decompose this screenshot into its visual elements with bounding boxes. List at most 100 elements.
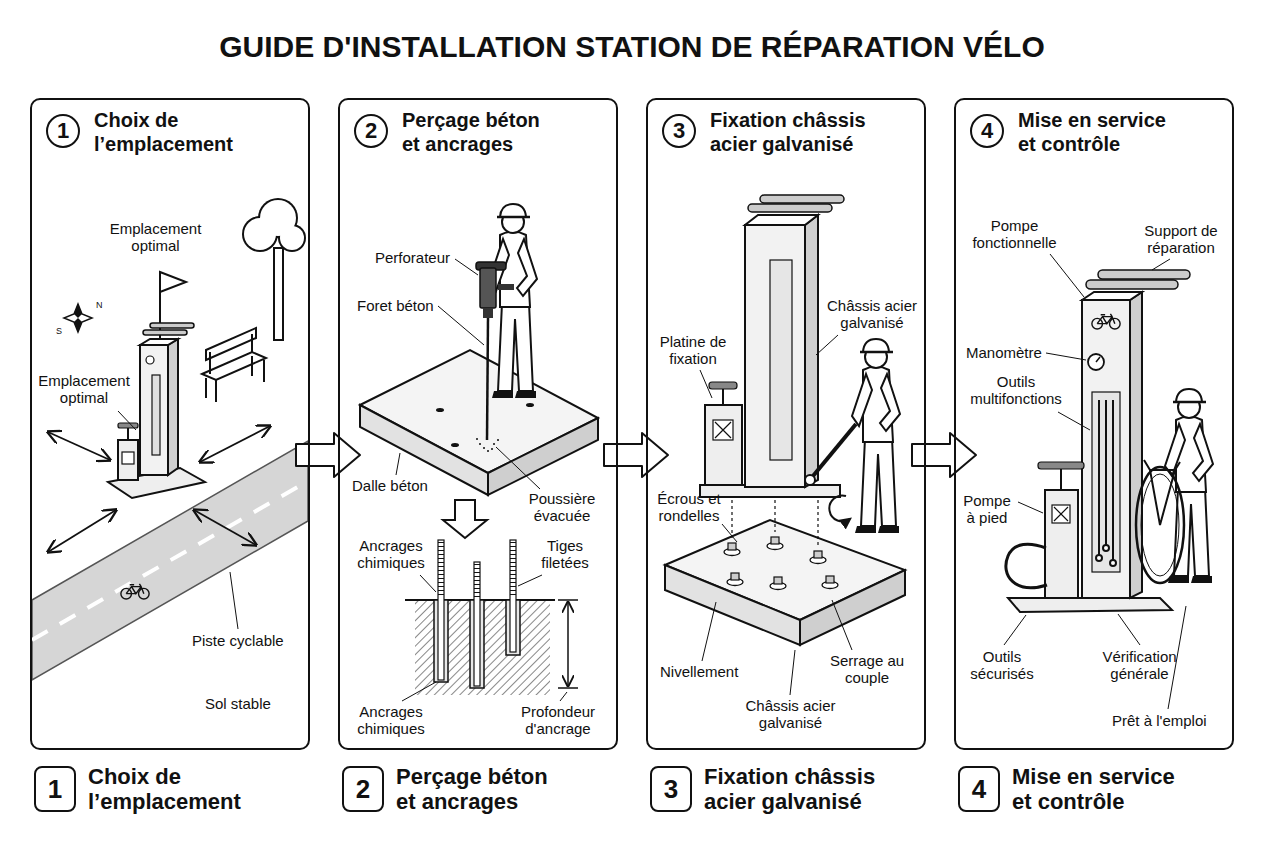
commissioning-scene-part xyxy=(1096,400,1116,566)
step-caption: 3Fixation châssis acier galvanisé xyxy=(650,764,899,815)
drilling-scene-part xyxy=(487,318,488,440)
step-heading: Choix de l’emplacement xyxy=(94,108,244,156)
commissioning-scene-part xyxy=(1054,507,1068,521)
step-caption: 1Choix de l’emplacement xyxy=(34,764,253,815)
site-scene-part xyxy=(160,272,186,292)
site-scene-part-part xyxy=(280,226,304,250)
frame-fixing-scene-part xyxy=(760,195,844,203)
drilling-scene-part-part xyxy=(436,408,444,412)
site-scene-part xyxy=(143,330,187,335)
part-label: Châssis acier galvanisé xyxy=(822,297,922,332)
frame-fixing-scene-part-part xyxy=(817,500,818,546)
commissioning-scene-part xyxy=(1130,292,1142,598)
site-scene xyxy=(32,198,308,680)
drilling-scene xyxy=(360,204,598,701)
drilling-scene-part-part xyxy=(438,306,484,345)
part-label: Prêt à l'emploi xyxy=(1112,712,1207,729)
part-label: Outils sécurisés xyxy=(962,648,1042,683)
part-label: Profondeur d'ancrage xyxy=(512,703,604,738)
drilling-scene-part xyxy=(438,540,516,686)
drilling-scene-part-part xyxy=(420,575,436,592)
commissioning-scene-part-part xyxy=(1004,615,1026,645)
compass-letter: N xyxy=(96,300,103,310)
step-number-circle: 3 xyxy=(662,114,696,148)
drilling-scene-part xyxy=(480,268,496,308)
frame-fixing-scene-part-part xyxy=(790,650,795,695)
step-number: 1 xyxy=(57,118,69,144)
part-label: Poussière évacuée xyxy=(522,490,602,525)
site-scene-part xyxy=(140,339,178,345)
drilling-scene-part-part xyxy=(558,687,578,689)
frame-fixing-scene-part-part xyxy=(816,335,838,355)
site-scene-part xyxy=(32,481,308,640)
frame-fixing-scene-part xyxy=(713,420,733,440)
part-label: Écrous et rondelles xyxy=(650,490,728,525)
site-scene-part xyxy=(74,304,82,318)
part-label: Outils multifonctions xyxy=(962,373,1070,408)
frame-fixing-scene-part xyxy=(722,388,724,405)
drilling-scene-part-part xyxy=(497,439,499,441)
commissioning-scene-part xyxy=(1144,460,1180,525)
commissioning-scene-part xyxy=(1004,254,1186,709)
site-scene-part-part xyxy=(48,432,110,460)
site-scene-part-part xyxy=(263,360,265,382)
commissioning-scene-part xyxy=(1006,544,1047,587)
frame-fixing-scene-part xyxy=(745,215,818,225)
site-scene-part-part xyxy=(200,426,270,462)
frame-fixing-scene-part xyxy=(732,500,818,546)
commissioning-scene-part-part xyxy=(1118,614,1140,645)
step-arrow xyxy=(604,433,668,477)
drilling-scene-part-part xyxy=(483,447,485,449)
site-scene-part-part xyxy=(215,380,217,402)
part-label: Perforateur xyxy=(375,249,450,266)
commissioning-scene-part xyxy=(1038,462,1084,469)
site-scene-part-part xyxy=(251,356,253,376)
step-number: 3 xyxy=(664,774,678,805)
commissioning-scene-part-part xyxy=(1110,560,1116,566)
frame-fixing-scene-part xyxy=(728,537,834,584)
drilling-scene-part-part xyxy=(474,562,480,686)
site-scene-part xyxy=(121,584,149,599)
commissioning-scene-part xyxy=(1092,314,1120,329)
site-scene-part xyxy=(118,411,238,629)
site-scene-part xyxy=(64,304,92,332)
frame-fixing-scene-part xyxy=(700,335,852,695)
frame-fixing-scene-part xyxy=(724,543,838,590)
drilling-scene-part-part xyxy=(526,403,534,407)
part-label: Piste cyclable xyxy=(192,632,284,649)
frame-fixing-scene-part xyxy=(748,204,832,212)
commissioning-scene-part xyxy=(1098,270,1190,279)
site-scene-part xyxy=(244,200,304,250)
diagram-title: GUIDE D'INSTALLATION STATION DE RÉPARATI… xyxy=(0,30,1264,63)
frame-fixing-scene-part-part xyxy=(728,543,736,550)
drilling-scene-part xyxy=(443,500,487,538)
frame-fixing-scene-part-part xyxy=(774,577,782,584)
step-caption: 4Mise en service et contrôle xyxy=(958,764,1188,815)
step-number: 3 xyxy=(673,118,685,144)
site-scene-part-part xyxy=(230,572,238,629)
frame-fixing-scene-part-part xyxy=(774,500,775,532)
drilling-scene-part-part xyxy=(438,540,444,680)
step-heading: Fixation châssis acier galvanisé xyxy=(710,108,885,156)
drilling-scene-part-part xyxy=(558,599,578,601)
commissioning-scene-part-part xyxy=(1103,545,1109,551)
commissioning-scene-part xyxy=(1008,598,1172,612)
part-label: Platine de fixation xyxy=(652,333,734,368)
step-heading: Choix de l’emplacement xyxy=(88,764,253,815)
commissioning-scene-part-part xyxy=(1105,400,1107,545)
site-scene-part xyxy=(74,318,82,332)
frame-fixing-scene-part xyxy=(829,495,850,521)
commissioning-scene-part xyxy=(1096,357,1100,362)
commissioning-scene-part-part xyxy=(1058,412,1090,430)
drilling-scene-part-part xyxy=(479,443,481,445)
site-scene-part-part xyxy=(205,378,207,398)
part-label: Tiges filetées xyxy=(530,537,600,572)
drilling-scene-part-part xyxy=(438,542,444,598)
commissioning-scene-part-part xyxy=(1050,254,1084,297)
step-panel: Perçage béton et ancrages2 xyxy=(338,98,618,750)
site-scene-part xyxy=(242,198,306,252)
step-heading: Mise en service et contrôle xyxy=(1012,764,1188,815)
drilling-scene-part-part xyxy=(451,443,459,447)
step-heading: Mise en service et contrôle xyxy=(1018,108,1178,156)
step-panel: Choix de l’emplacement 1 xyxy=(30,98,310,750)
